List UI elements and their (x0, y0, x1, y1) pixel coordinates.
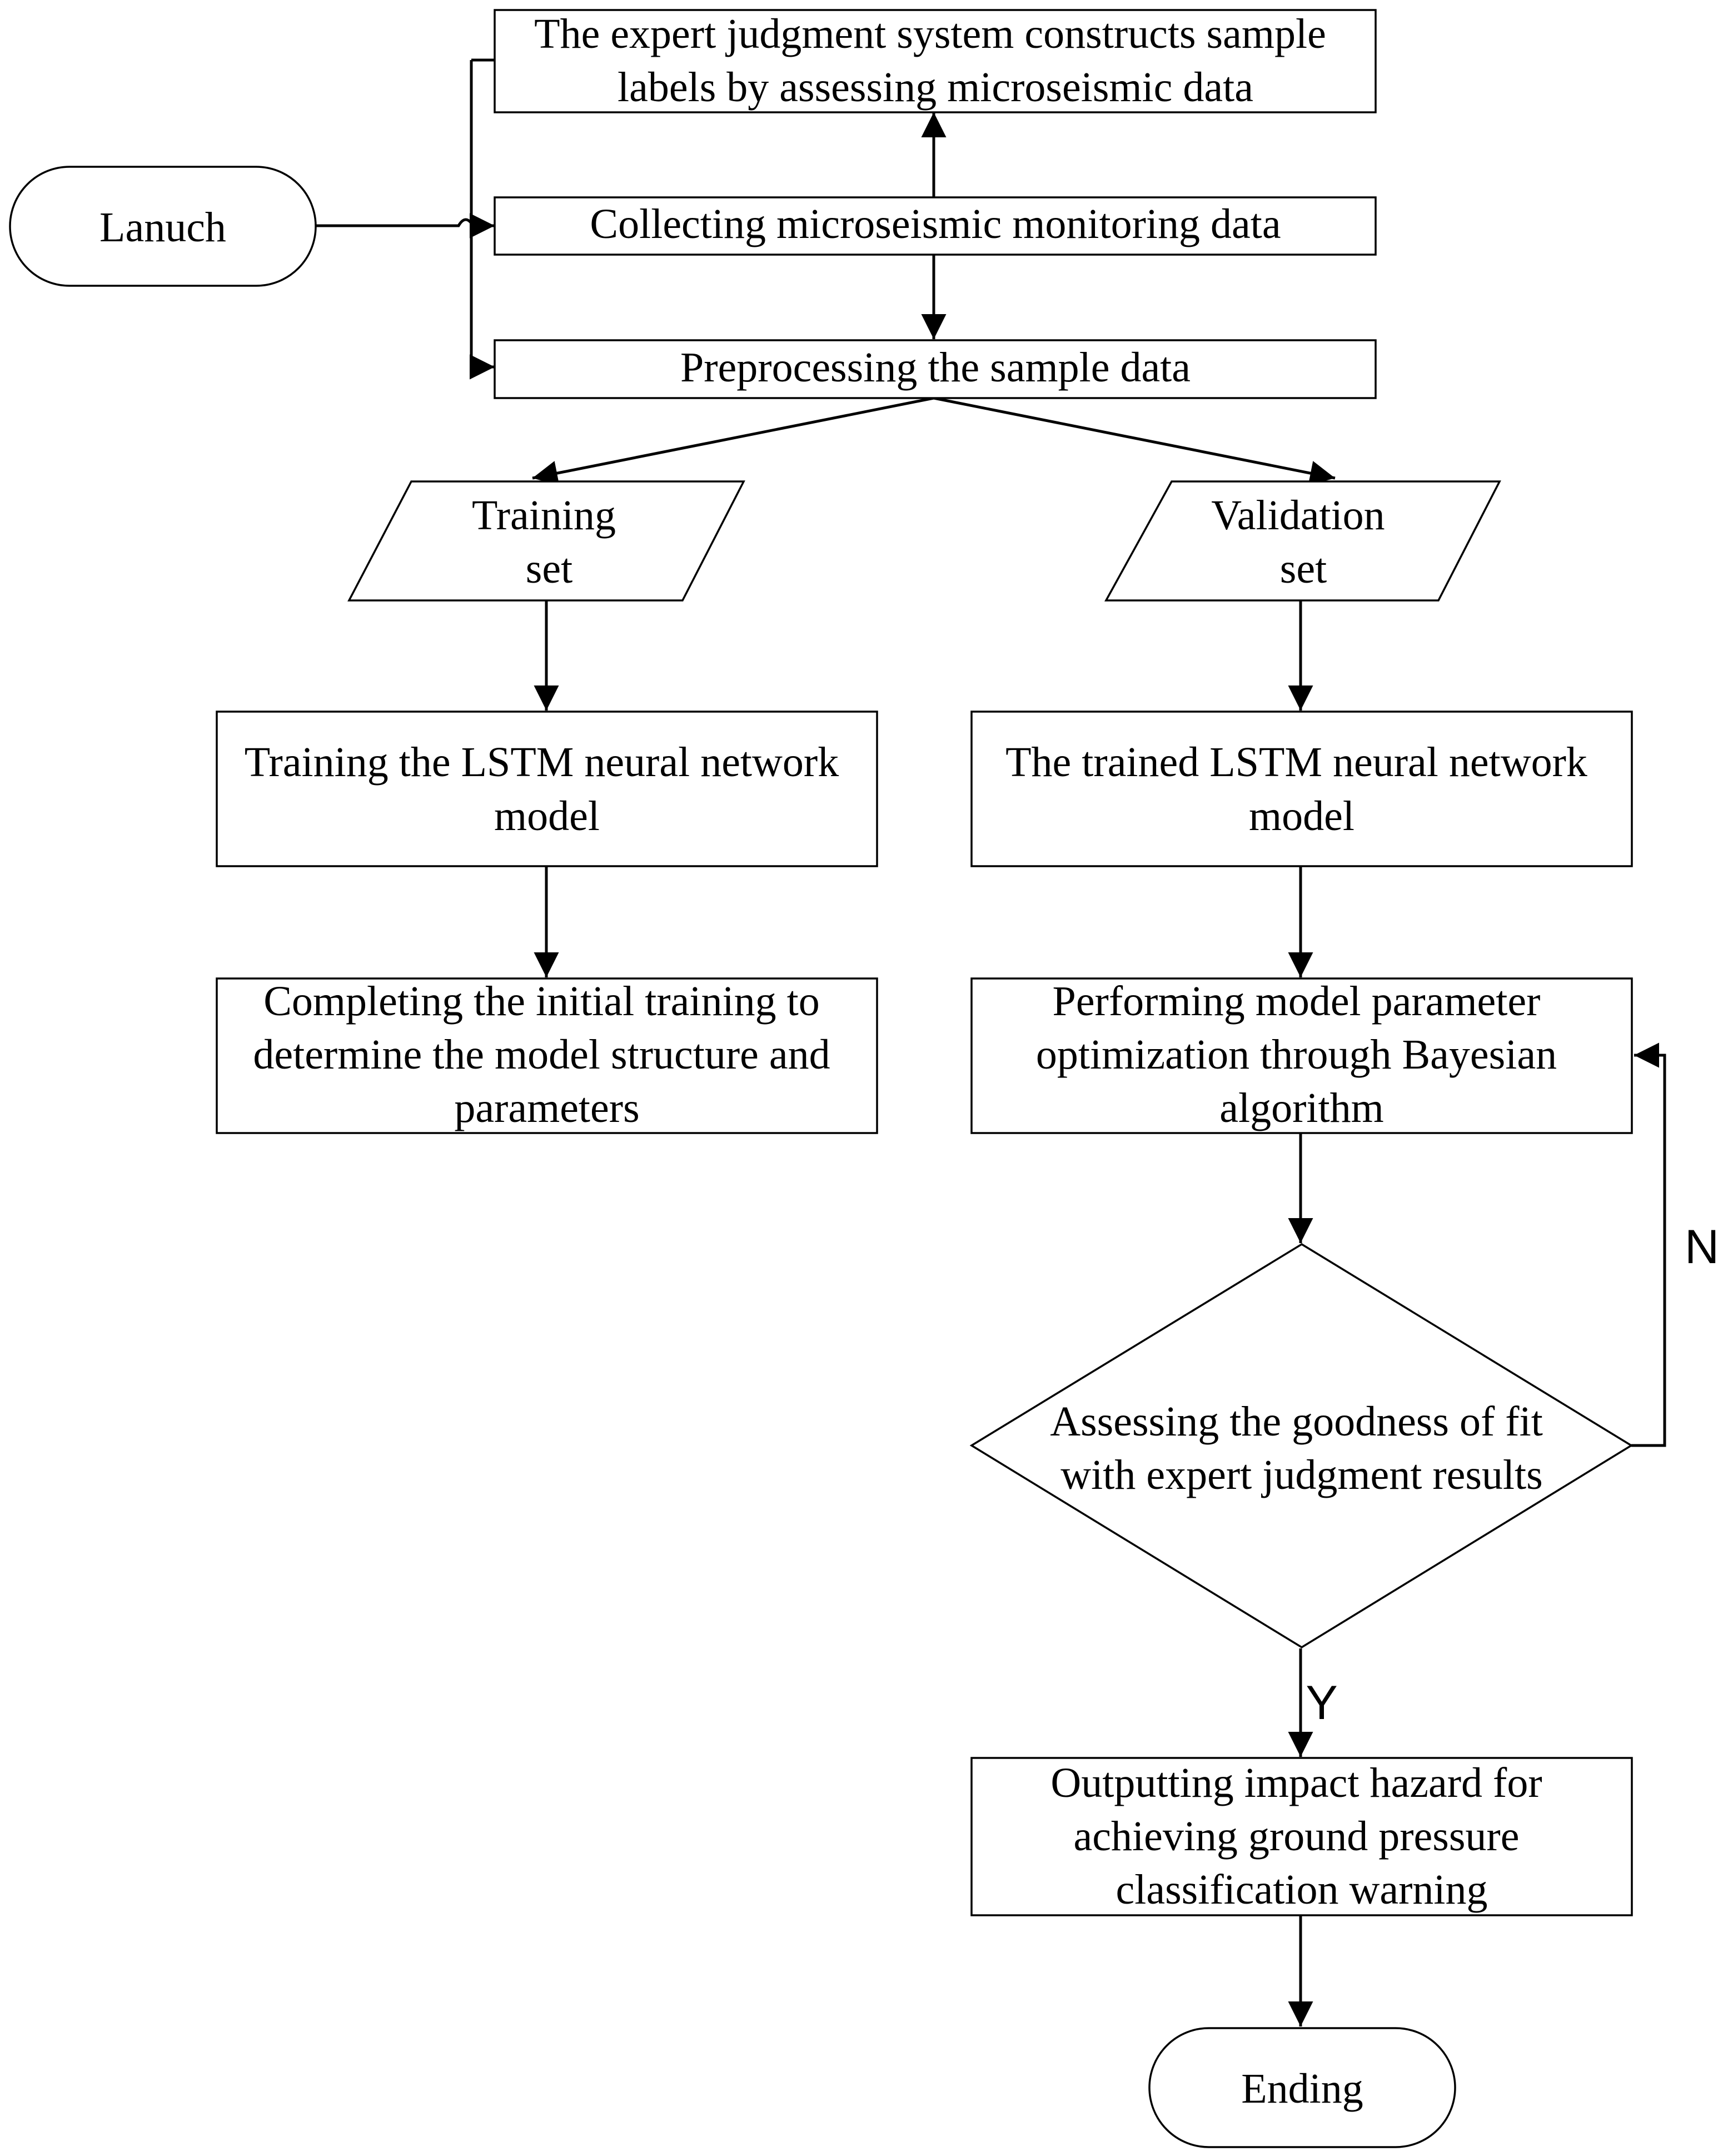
node-ending: Ending (1148, 2027, 1456, 2148)
node-validation-set-label: Validation set (1211, 492, 1395, 592)
node-collect: Collecting microseismic monitoring data (494, 196, 1377, 256)
node-expert-label: The expert judgment system constructs sa… (534, 11, 1337, 111)
node-training-set-label: Training set (472, 492, 626, 592)
node-training-set: Training set (347, 480, 745, 602)
node-bayes-label: Performing model parameter optimization … (1036, 978, 1567, 1131)
node-assess-label: Assessing the goodness of fit with exper… (1050, 1398, 1553, 1498)
node-trained-lstm: The trained LSTM neural network model (970, 711, 1633, 867)
node-preprocess: Preprocessing the sample data (494, 339, 1377, 399)
node-bayes: Performing model parameter optimization … (970, 977, 1633, 1134)
edge-label-no: N (1685, 1220, 1719, 1274)
node-ending-label: Ending (1241, 2065, 1363, 2112)
node-train-lstm-label: Training the LSTM neural network model (245, 739, 850, 839)
node-trained-lstm-label: The trained LSTM neural network model (1005, 739, 1598, 839)
node-expert: The expert judgment system constructs sa… (494, 9, 1377, 113)
edge-launch-to-bracket (316, 213, 495, 239)
edge-preprocess-to-training-set (532, 396, 934, 486)
node-output-label: Outputting impact hazard for achieving g… (1050, 1760, 1552, 1913)
node-assess: Assessing the goodness of fit with exper… (969, 1243, 1634, 1649)
node-train-lstm: Training the LSTM neural network model (216, 711, 878, 867)
node-output: Outputting impact hazard for achieving g… (970, 1757, 1633, 1916)
edge-assess-no-loop (1631, 1042, 1666, 1447)
node-complete-init-label: Completing the initial training to deter… (253, 978, 840, 1131)
edges (316, 58, 1666, 2026)
node-launch-label: Lanuch (99, 204, 226, 251)
node-collect-label: Collecting microseismic monitoring data (590, 201, 1281, 247)
node-complete-init: Completing the initial training to deter… (216, 977, 878, 1134)
node-launch: Lanuch (9, 166, 317, 287)
edge-label-yes: Y (1306, 1676, 1337, 1730)
node-preprocess-label: Preprocessing the sample data (680, 344, 1191, 391)
edge-preprocess-to-validation-set (933, 396, 1336, 486)
node-validation-set: Validation set (1104, 480, 1501, 602)
